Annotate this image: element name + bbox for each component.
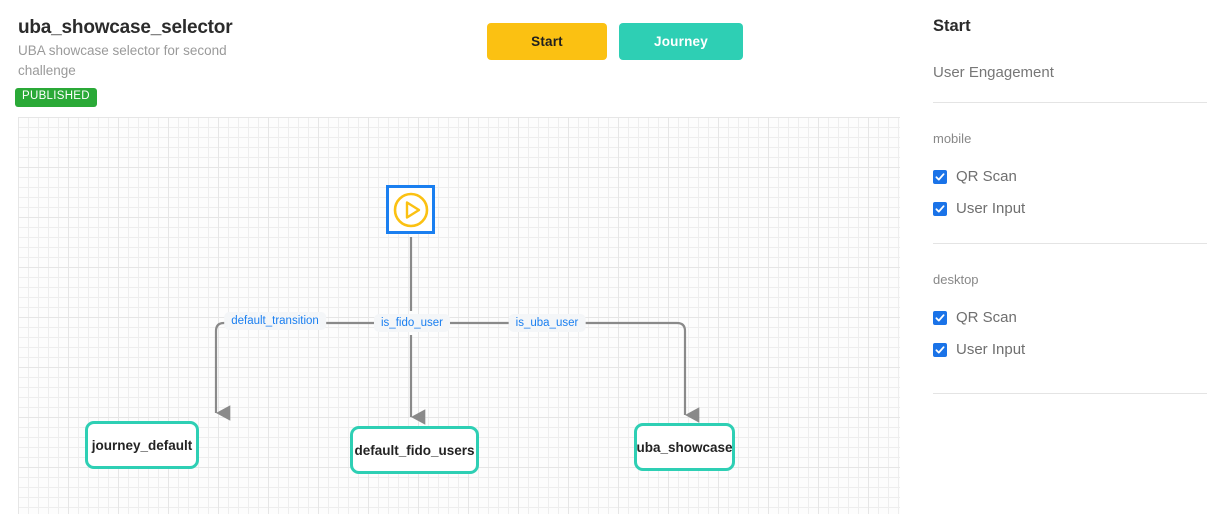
checkbox-label: QR Scan: [956, 309, 1017, 326]
edge-label-default-transition[interactable]: default_transition: [224, 312, 326, 330]
status-badge: PUBLISHED: [15, 88, 97, 107]
page-title: uba_showcase_selector: [18, 17, 233, 38]
toolbar: Start Journey: [487, 23, 743, 60]
main-area: uba_showcase_selector UBA showcase selec…: [15, 17, 900, 514]
panel-divider-1: [933, 102, 1207, 103]
checkbox-label: User Input: [956, 200, 1026, 217]
edge-label-is-uba-user[interactable]: is_uba_user: [508, 314, 586, 332]
flow-node-journey-default[interactable]: journey_default: [85, 421, 199, 469]
checkbox-checked-icon[interactable]: [933, 310, 947, 325]
page-description: UBA showcase selector for second challen…: [18, 43, 227, 78]
flow-node-label: journey_default: [91, 437, 193, 453]
checkbox-row-desktop-user-input[interactable]: User Input: [933, 341, 1025, 358]
journey-button[interactable]: Journey: [619, 23, 743, 60]
checkbox-checked-icon[interactable]: [933, 169, 947, 184]
flow-canvas[interactable]: journey_default default_fido_users uba_s…: [18, 117, 900, 514]
panel-divider-2: [933, 243, 1207, 244]
checkbox-row-mobile-user-input[interactable]: User Input: [933, 200, 1025, 217]
flow-node-label: default_fido_users: [354, 442, 475, 458]
panel-divider-3: [933, 393, 1207, 394]
group-label-mobile: mobile: [933, 131, 972, 146]
panel-title: Start: [933, 17, 971, 35]
play-circle-icon: [393, 192, 428, 227]
start-button[interactable]: Start: [487, 23, 607, 60]
checkbox-checked-icon[interactable]: [933, 342, 947, 357]
checkbox-checked-icon[interactable]: [933, 201, 947, 216]
checkbox-row-mobile-qr-scan[interactable]: QR Scan: [933, 168, 1017, 185]
checkbox-label: User Input: [956, 341, 1026, 358]
start-node[interactable]: [386, 185, 435, 234]
properties-panel: Start User Engagement mobile QR Scan Use…: [918, 0, 1217, 514]
checkbox-label: QR Scan: [956, 168, 1017, 185]
flow-node-label: uba_showcase: [636, 439, 733, 455]
flow-node-uba-showcase[interactable]: uba_showcase: [634, 423, 735, 471]
group-label-desktop: desktop: [933, 272, 979, 287]
checkbox-row-desktop-qr-scan[interactable]: QR Scan: [933, 309, 1017, 326]
flow-node-default-fido-users[interactable]: default_fido_users: [350, 426, 479, 474]
edge-label-is-fido-user[interactable]: is_fido_user: [373, 314, 451, 332]
panel-subtitle: User Engagement: [933, 64, 1054, 81]
